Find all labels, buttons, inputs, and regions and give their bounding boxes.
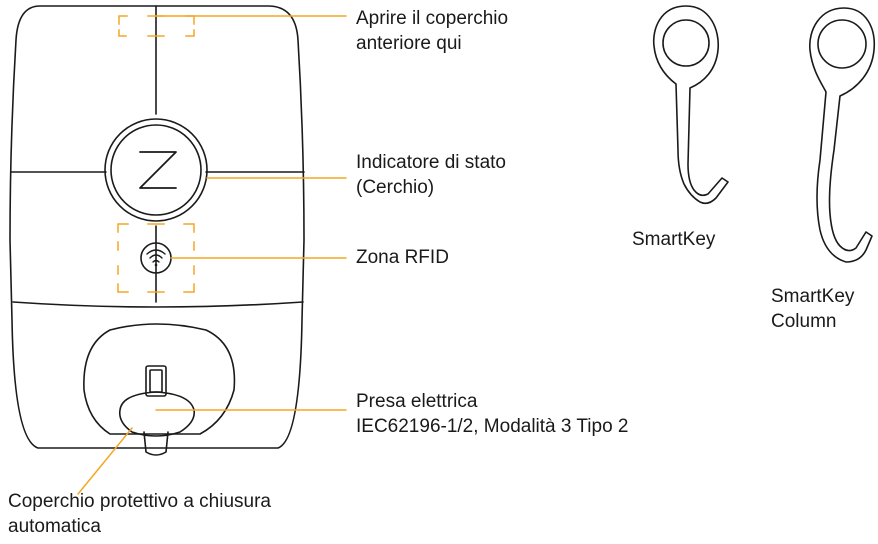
- socket-label-line1: Presa elettrica: [356, 391, 478, 412]
- rfid-icon: [146, 249, 166, 267]
- smartkey-column-label-line2: Column: [771, 311, 837, 332]
- protective-cover-label: Coperchio protettivo a chiusura automati…: [8, 489, 271, 539]
- smartkey-column-label-line1: SmartKey: [771, 286, 855, 307]
- front-cover-label-line2: anteriore qui: [356, 33, 462, 54]
- protective-cover-label-line1: Coperchio protettivo a chiusura: [8, 491, 271, 512]
- smartkey-column-hole: [817, 19, 867, 69]
- lower-section-divider: [12, 301, 304, 308]
- socket-latch-inner: [149, 369, 163, 393]
- rfid-label: Zona RFID: [356, 245, 449, 270]
- protective-cover-leader: [77, 427, 133, 495]
- socket-recess: [83, 323, 236, 435]
- smartkey-column-label: SmartKey Column: [771, 284, 854, 334]
- charger-body: [9, 5, 305, 449]
- socket-label: Presa elettrica IEC62196-1/2, Modalità 3…: [356, 389, 629, 439]
- smartkey-label-line1: SmartKey: [632, 229, 716, 250]
- socket-latch: [145, 365, 167, 397]
- smartkey-shape: [652, 5, 729, 205]
- protective-cover-tab: [143, 431, 169, 456]
- status-ring-outer: [104, 118, 208, 222]
- logo-icon: [139, 151, 177, 189]
- front-cover-label-line1: Aprire il coperchio: [356, 8, 509, 29]
- status-ring-inner: [110, 124, 202, 216]
- socket-label-line2: IEC62196-1/2, Modalità 3 Tipo 2: [356, 416, 629, 437]
- rfid-label-line1: Zona RFID: [356, 247, 449, 268]
- rfid-marker: [117, 223, 195, 293]
- smartkey-hole: [662, 19, 710, 67]
- status-indicator-label: Indicatore di stato (Cerchio): [356, 150, 506, 200]
- status-indicator-label-line1: Indicatore di stato: [356, 152, 506, 173]
- smartkey-label: SmartKey: [632, 227, 715, 252]
- smartkey-column-shape: [809, 7, 876, 263]
- protective-cover-label-line2: automatica: [8, 516, 101, 537]
- front-cover-label: Aprire il coperchio anteriore qui: [356, 6, 508, 56]
- status-indicator-label-line2: (Cerchio): [356, 177, 435, 198]
